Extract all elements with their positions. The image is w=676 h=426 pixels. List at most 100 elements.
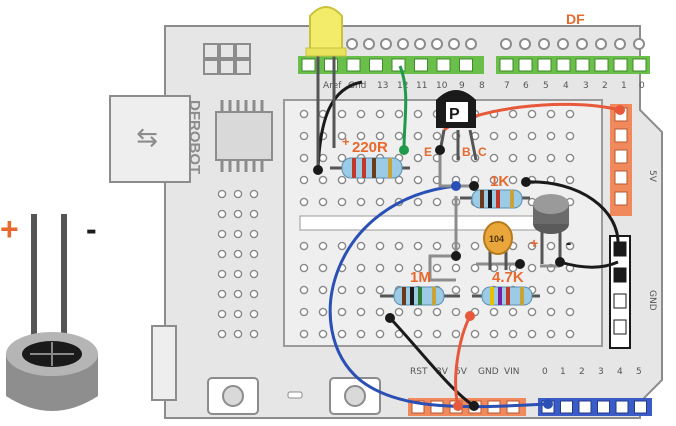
digital-pin: [324, 58, 338, 72]
digital-pin: [301, 58, 316, 72]
proto-hole: [565, 307, 575, 317]
transistor-pin-b: B: [462, 145, 471, 159]
proto-hole: [318, 285, 328, 295]
mic-pin: [613, 293, 627, 309]
proto-hole: [565, 153, 575, 163]
proto-hole: [413, 175, 423, 185]
proto-hole: [356, 329, 366, 339]
header-digital-right: [496, 56, 650, 74]
wire-green: [398, 65, 408, 151]
proto-hole: [394, 241, 404, 251]
proto-hole: [546, 241, 556, 251]
mic-pin: [613, 319, 627, 335]
proto-hole: [299, 197, 309, 207]
svg-text:4: 4: [617, 367, 623, 377]
label-1m: 1M: [410, 269, 431, 286]
proto-hole: [233, 329, 243, 339]
wire-endpoint: [543, 399, 553, 409]
wire-endpoint: [451, 251, 461, 261]
wire-endpoint: [399, 145, 409, 155]
svg-text:2: 2: [602, 81, 608, 91]
mic-pin: [613, 267, 627, 283]
proto-hole: [299, 131, 309, 141]
proto-hole: [394, 131, 404, 141]
proto-hole: [337, 153, 347, 163]
proto-hole: [299, 241, 309, 251]
svg-text:3: 3: [583, 81, 589, 91]
proto-hole: [249, 309, 259, 319]
proto-hole: [217, 209, 227, 219]
proto-hole: [413, 241, 423, 251]
proto-hole: [249, 289, 259, 299]
proto-hole: [470, 263, 480, 273]
proto-hole: [394, 263, 404, 273]
proto-hole: [356, 109, 366, 119]
top-pin: [633, 38, 645, 50]
corner-label: DF: [566, 11, 585, 27]
proto-hole: [413, 153, 423, 163]
proto-hole: [217, 309, 227, 319]
digital-pin: [613, 58, 628, 72]
proto-hole: [565, 109, 575, 119]
proto-hole: [375, 285, 385, 295]
proto-hole: [489, 131, 499, 141]
top-pin-row: [346, 38, 645, 50]
top-pin: [500, 38, 512, 50]
proto-hole: [318, 263, 328, 273]
proto-hole: [299, 263, 309, 273]
label-220r: 220R: [352, 139, 388, 156]
analog-pin: [578, 400, 592, 414]
proto-hole: [356, 131, 366, 141]
proto-hole: [489, 175, 499, 185]
label-1k: 1K: [490, 173, 509, 190]
proto-hole: [546, 329, 556, 339]
analog-pin: [615, 400, 629, 414]
proto-hole: [565, 241, 575, 251]
proto-hole: [527, 329, 537, 339]
resistor-220: [330, 157, 410, 179]
wire-endpoint: [465, 311, 475, 321]
top-pin: [614, 38, 626, 50]
proto-hole: [470, 241, 480, 251]
svg-text:5V: 5V: [455, 367, 468, 377]
proto-hole: [337, 285, 347, 295]
user-button: [329, 377, 381, 415]
board-logo: DFROBOT: [186, 100, 203, 174]
mic-small: [533, 194, 569, 264]
svg-text:GND: GND: [478, 367, 499, 377]
proto-hole: [527, 153, 537, 163]
ic-pins: [220, 100, 264, 172]
icsp-header: [203, 43, 251, 75]
digital-pin: [632, 58, 647, 72]
proto-hole: [432, 263, 442, 273]
proto-hole: [217, 249, 227, 259]
resistor-4k7: [472, 286, 540, 306]
proto-hole: [489, 153, 499, 163]
proto-hole: [508, 131, 518, 141]
mic-small-minus: -: [566, 235, 571, 252]
digital-pin: [499, 58, 514, 72]
digital-pin: [459, 58, 473, 72]
analog-labels: 0 1 2 3 4 5: [542, 367, 642, 377]
proto-hole: [432, 307, 442, 317]
side-label-gnd: GND: [647, 290, 657, 311]
power-pin: [614, 191, 628, 206]
svg-text:8: 8: [479, 81, 485, 91]
svg-text:3V: 3V: [436, 367, 449, 377]
proto-hole: [489, 329, 499, 339]
wire-endpoint: [435, 145, 445, 155]
proto-hole: [508, 109, 518, 119]
proto-hole: [299, 307, 309, 317]
proto-hole: [432, 197, 442, 207]
proto-hole: [375, 241, 385, 251]
proto-hole: [318, 153, 328, 163]
proto-hole: [233, 189, 243, 199]
digital-pin: [594, 58, 609, 72]
proto-hole: [527, 307, 537, 317]
proto-hole: [233, 229, 243, 239]
power-pin: [614, 128, 628, 143]
mic-pin: [613, 241, 627, 257]
jumpers: [428, 150, 560, 282]
svg-text:13: 13: [377, 81, 388, 91]
top-pin: [557, 38, 569, 50]
